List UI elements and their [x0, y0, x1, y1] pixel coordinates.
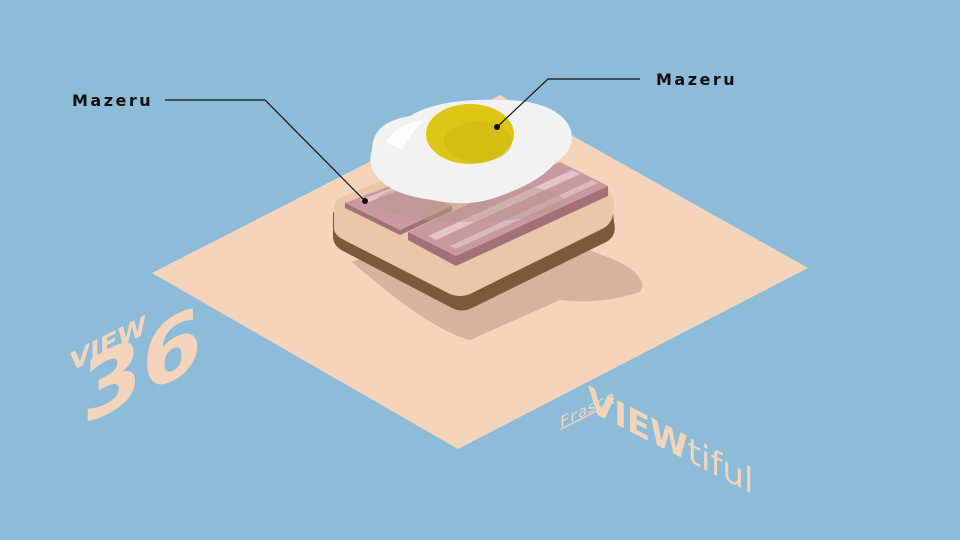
callout-line-right: [496, 78, 640, 128]
callout-dot-left: [362, 198, 368, 204]
callout-line-left: [165, 99, 366, 202]
callout-label-left: Mazeru: [72, 91, 153, 110]
egg-yolk-shadow: [444, 122, 512, 162]
egg-white-highlight: [386, 120, 424, 150]
bacon-strip-right: [408, 162, 608, 256]
bacon-fat-right-2: [450, 180, 598, 249]
bacon-strip-left-side: [345, 203, 452, 235]
view-number-group: VIEW 36: [70, 285, 202, 447]
bacon-fat-right: [428, 170, 580, 240]
title-light: tiful: [688, 429, 754, 503]
callout-label-right: Mazeru: [656, 70, 737, 89]
callout-dot-right: [494, 124, 500, 130]
view-number: 36: [82, 285, 202, 447]
